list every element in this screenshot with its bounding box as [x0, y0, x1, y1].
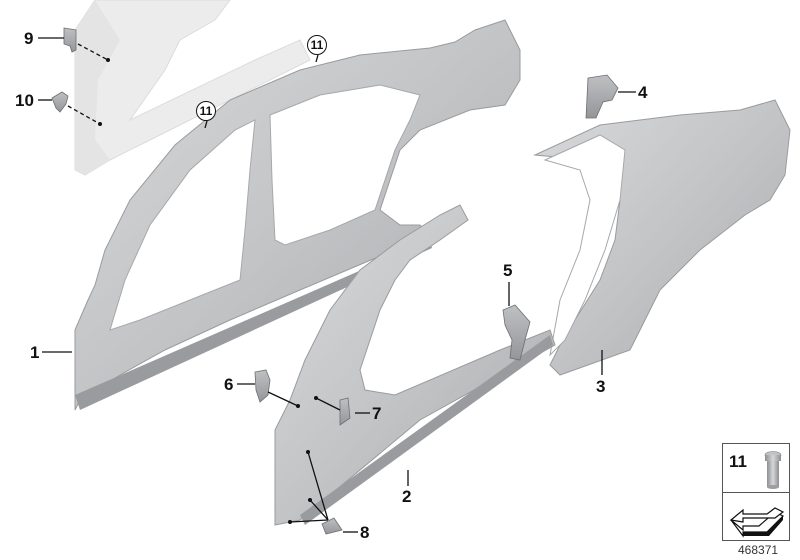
legend-box: 11	[722, 443, 790, 541]
part-9-bracket[interactable]	[63, 27, 77, 53]
catalog-number: 468371	[738, 543, 779, 557]
callout-2[interactable]: 2	[402, 487, 412, 506]
ghost-inner-panel	[74, 0, 311, 176]
callout-1[interactable]: 1	[30, 343, 40, 362]
callout-3[interactable]: 3	[596, 377, 606, 396]
legend-divider	[723, 492, 789, 493]
part-2-front-section[interactable]	[274, 204, 556, 526]
leader-dots	[98, 58, 318, 524]
callout-4[interactable]: 4	[638, 83, 648, 102]
leader-lines	[38, 37, 636, 533]
callout-9[interactable]: 9	[24, 29, 34, 48]
callout-11-circled-top[interactable]: 11	[307, 35, 327, 55]
legend-item-number: 11	[729, 452, 747, 471]
part-1-side-frame[interactable]	[74, 19, 521, 411]
part-7-reinforcement[interactable]	[339, 397, 351, 426]
callout-6[interactable]: 6	[224, 375, 234, 394]
direction-arrow-icon	[729, 507, 785, 538]
part-5-bracket[interactable]	[502, 304, 531, 361]
part-8-bracket[interactable]	[321, 517, 343, 535]
part-10-bracket[interactable]	[51, 91, 69, 113]
callout-11-circled-left[interactable]: 11	[196, 101, 216, 121]
callout-7[interactable]: 7	[372, 404, 382, 423]
part-3-rear-quarter-panel[interactable]	[533, 99, 791, 376]
callout-8[interactable]: 8	[360, 523, 370, 542]
callout-5[interactable]: 5	[503, 261, 513, 280]
part-6-bracket[interactable]	[254, 369, 271, 403]
callout-10[interactable]: 10	[15, 91, 34, 110]
bolt-icon	[764, 451, 782, 489]
part-4-bracket[interactable]	[585, 74, 619, 119]
